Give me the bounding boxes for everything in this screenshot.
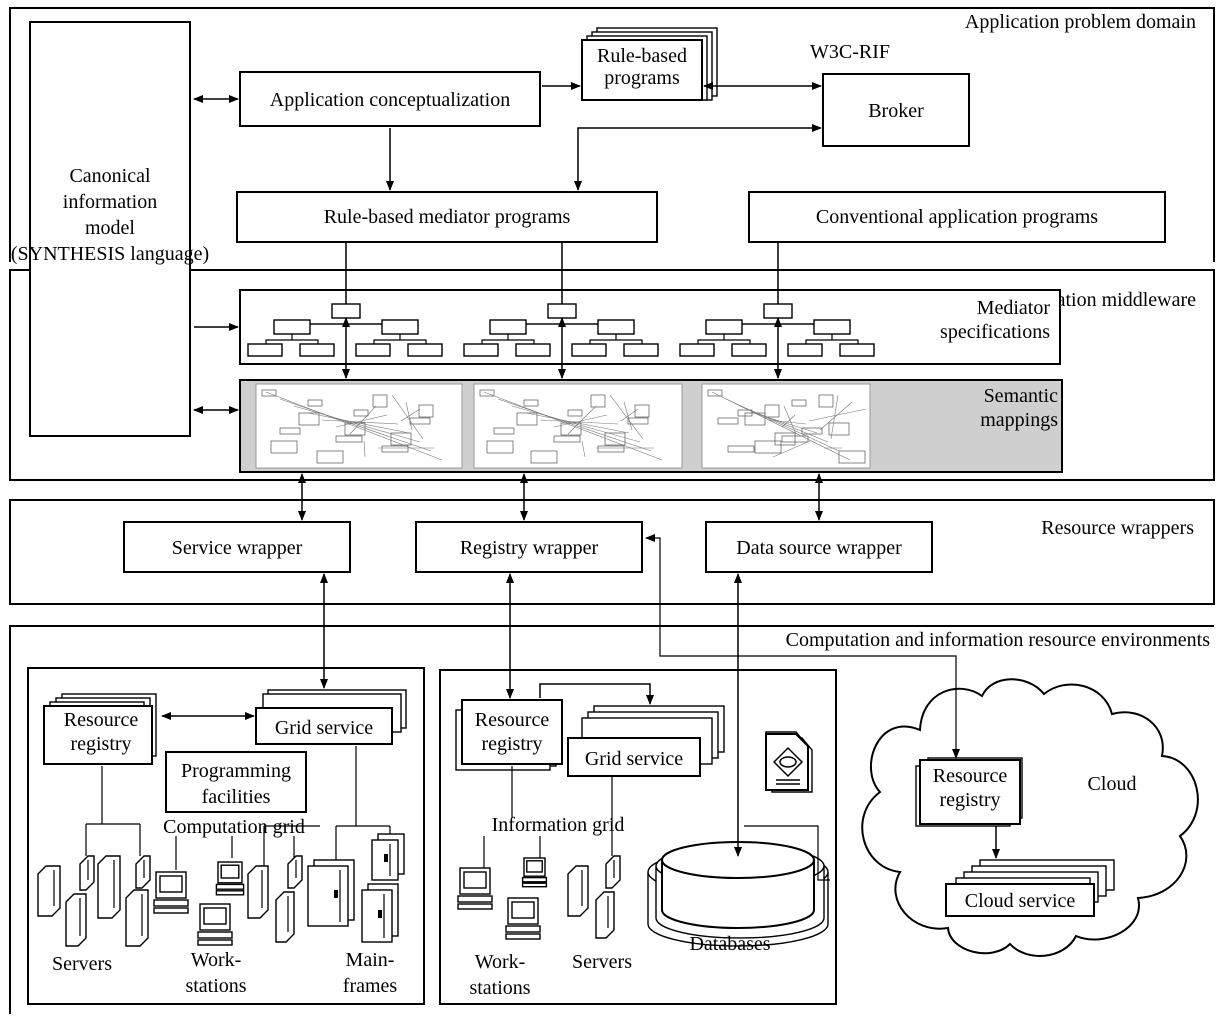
svg-text:Conventional application progr: Conventional application programs xyxy=(816,206,1098,228)
app-conceptualization-box: Application conceptualization xyxy=(239,71,541,127)
document-icon xyxy=(765,731,813,793)
data-source-wrapper-box: Data source wrapper xyxy=(705,521,933,573)
cloud-label: Cloud xyxy=(1088,773,1137,795)
svg-text:Broker: Broker xyxy=(868,100,924,122)
mediator-tree xyxy=(247,303,443,357)
ig-workstations-label: Work-stations xyxy=(469,951,530,999)
svg-text:Cloud service: Cloud service xyxy=(965,890,1076,912)
rule-mediator-box: Rule-based mediator programs xyxy=(236,191,658,243)
layer-wrappers-label: Resource wrappers xyxy=(1041,517,1194,539)
svg-text:Grid service: Grid service xyxy=(585,748,683,770)
svg-text:Data source wrapper: Data source wrapper xyxy=(736,537,902,559)
layer-application-label: Application problem domain xyxy=(965,11,1196,33)
cloud-service-stack: Cloud service xyxy=(945,859,1115,917)
mapping-thumbnail xyxy=(473,383,683,469)
cg-grid-service: Grid service xyxy=(255,689,407,745)
svg-text:Registry wrapper: Registry wrapper xyxy=(460,537,599,559)
mapping-thumbnails xyxy=(255,383,871,469)
broker-box: Broker xyxy=(822,73,970,147)
svg-text:Grid service: Grid service xyxy=(275,717,373,739)
cg-caption: Computation grid xyxy=(163,816,305,838)
database-icon xyxy=(647,841,829,947)
cg-devices xyxy=(37,746,405,947)
cg-mainframes-label: Main-frames xyxy=(343,949,398,997)
w3c-rif-label: W3C-RIF xyxy=(810,41,890,63)
ig-devices xyxy=(457,766,621,940)
ig-servers-label: Servers xyxy=(572,951,632,973)
svg-text:Service wrapper: Service wrapper xyxy=(172,537,303,559)
mediator-tree xyxy=(463,303,659,357)
service-wrapper-box: Service wrapper xyxy=(123,521,351,573)
ig-caption: Information grid xyxy=(492,814,625,836)
svg-text:Application conceptualization: Application conceptualization xyxy=(270,89,510,111)
ig-databases-label: Databases xyxy=(689,933,770,955)
registry-wrapper-box: Registry wrapper xyxy=(415,521,643,573)
mapping-thumbnail xyxy=(701,383,871,469)
ig-grid-service: Grid service xyxy=(567,705,725,777)
svg-text:Rule-based mediator programs: Rule-based mediator programs xyxy=(324,206,571,228)
cg-workstations-label: Work-stations xyxy=(185,949,246,997)
layer-computation-label: Computation and information resource env… xyxy=(786,629,1211,651)
conventional-programs-box: Conventional application programs xyxy=(748,191,1166,243)
cg-servers-label: Servers xyxy=(52,953,112,975)
mapping-thumbnail xyxy=(255,383,463,469)
